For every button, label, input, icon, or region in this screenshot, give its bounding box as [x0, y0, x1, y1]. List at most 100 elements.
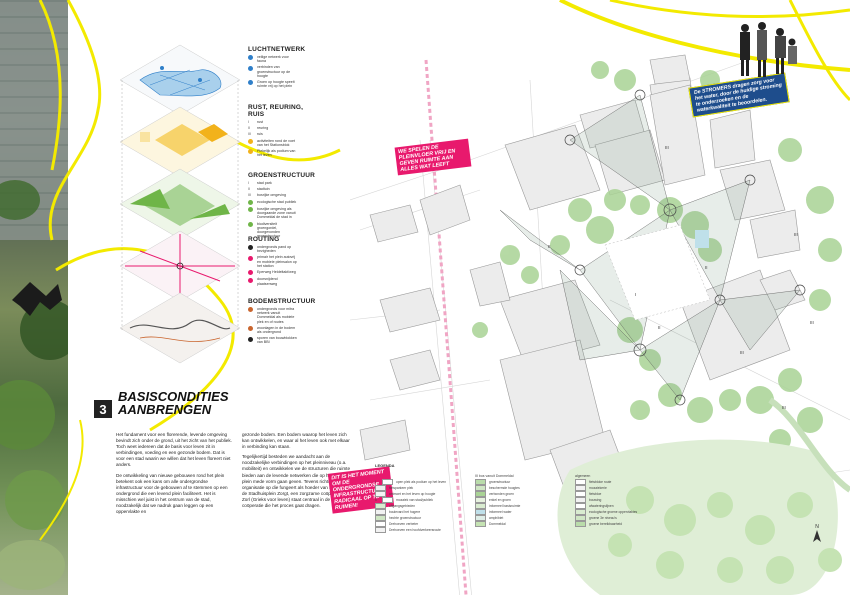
map-network-nodes — [564, 89, 806, 406]
layer-legend-item: woonlagen in de bodem als ondergrond — [248, 326, 320, 334]
layer-legend-item: bosrijke omgeving als doorgaande zone va… — [248, 207, 320, 220]
legend-swatch-icon — [575, 509, 586, 515]
map-zone-label: II — [705, 265, 708, 270]
legend-text: Plekelijk als podium van het leven — [257, 149, 296, 158]
legend-code: III — [248, 193, 251, 198]
legend-text: verbinden van groenstructuur op de hoogt… — [257, 65, 291, 78]
legend-swatch-icon — [382, 479, 393, 485]
layer-legend-title: RUST, REURING, RUIS — [248, 104, 304, 118]
legend-entry: Dommeldal — [475, 521, 565, 527]
map-green-route — [768, 397, 850, 493]
map-zone-label: III — [782, 405, 786, 410]
layer-legend-item: primair het plein autovrij en mobiele pl… — [248, 255, 320, 268]
layer-groenstructuur — [119, 168, 241, 240]
legend-text: ruis — [257, 132, 263, 137]
map-zone-label: II — [548, 244, 551, 249]
legend-text: woonlagen in de bodem als ondergrond — [257, 325, 296, 335]
legend-entry-text: beschermde hoogtes — [489, 486, 520, 490]
legend-dot-icon — [248, 307, 253, 313]
legend-entry-text: open plek als podium op het leven — [396, 480, 447, 484]
legend-text: veilige netwerk voor fauna — [257, 55, 289, 64]
legend-entry-text: uitgangsgebieden — [389, 504, 416, 508]
legend-swatch-icon — [475, 497, 486, 503]
layer-legend-item: doorsnijdend plaatsenweg — [248, 277, 320, 286]
legend-entry: boulevard het hogere — [375, 509, 465, 515]
legend-swatch-icon — [475, 509, 486, 515]
map-zone-label: III — [740, 350, 744, 355]
map-zone-label: I — [635, 292, 637, 297]
legend-entry-text: groenstructuur — [489, 480, 511, 484]
legend-text: primair het plein autovrij en mobiele pl… — [257, 255, 297, 268]
photo-sculpture — [12, 282, 62, 316]
legend-text: bosrijke omgeving — [257, 193, 286, 198]
legend-entry: fietsparkeer plek — [375, 485, 465, 491]
legend-text: activiteiten rond de voet van het Statio… — [257, 138, 295, 147]
legend-text: reuring — [257, 126, 269, 131]
body-paragraph: De ontwikkeling van nieuwe gebouwen rond… — [116, 472, 228, 515]
legend-swatch-icon — [475, 479, 486, 485]
map-trees — [472, 61, 842, 451]
layer-legend-item: veilige netwerk voor fauna — [248, 55, 320, 63]
legend-column-header: algemeen — [575, 474, 591, 478]
layer-legend-item: Groen op hoogte speelt ruimte vrij op he… — [248, 80, 320, 88]
legend-dot-icon — [248, 65, 253, 71]
body-paragraph: gezonde bodem. Een bodem waarop het leve… — [242, 432, 350, 450]
legend-code: I — [248, 181, 249, 185]
legend-entry: groene bereikbaarheid — [575, 521, 665, 527]
layer-legend-item: Eperweg Heldeltakt/weg — [248, 270, 320, 276]
legend-entry-text: amphibiet — [489, 516, 504, 520]
map-park-dommeldal — [557, 439, 838, 595]
layer-legend-title: LUCHTNETWERK — [248, 46, 306, 53]
section-title-line1: BASISCONDITIES — [118, 389, 229, 404]
legend-entry-text: hechte groenstructuur — [389, 516, 422, 520]
map-water — [695, 230, 709, 248]
legend-entry: hechte groenstructuur — [375, 515, 465, 521]
legend-entry: Drehoeven een hoofdverkeersroute — [375, 527, 465, 533]
map-zone-label: III — [794, 232, 798, 237]
legend-entry-text: mozaiek van stad/publiek — [396, 498, 434, 502]
legend-swatch-icon — [475, 503, 486, 509]
legend-swatch-icon — [575, 479, 586, 485]
photo-foliage — [0, 180, 40, 220]
legend-dot-icon — [248, 255, 253, 261]
legend-entry: ontmoet en het leven op hoogte — [375, 491, 465, 497]
legend-dot-icon — [248, 336, 253, 342]
legend-text: doorsnijdend plaatsenweg — [257, 277, 278, 286]
legend-swatch-icon — [375, 503, 386, 509]
body-paragraph: Tegelijkertijd besteden we aandacht aan … — [242, 454, 351, 509]
legend-swatch-icon — [475, 491, 486, 497]
legend-entry-text: Dommeldal — [489, 522, 506, 526]
photo-strip — [0, 0, 68, 595]
legend-swatch-icon — [475, 515, 486, 521]
section-title-line2: AANBRENGEN — [118, 402, 212, 417]
legend-swatch-icon — [575, 497, 586, 503]
legend-swatch-icon — [375, 521, 386, 527]
legend-swatch-icon — [375, 485, 386, 491]
legend-code: II — [248, 126, 250, 131]
legend-entry-text: bouwing — [589, 498, 602, 502]
legend-entry-text: afwateringslijnen — [589, 504, 614, 508]
map-central-plaza — [604, 224, 711, 321]
layer-legend-item: ondergronds voor mitra netwerk vanuit Do… — [248, 307, 320, 324]
legend-entry: Drehoeven verbeter — [375, 521, 465, 527]
layer-legend-item: activiteiten rond de voet van het Statio… — [248, 139, 320, 147]
layer-legend-item: verbinden van groenstructuur op de hoogt… — [248, 65, 320, 78]
exploded-layer-stack — [119, 44, 241, 364]
legend-dot-icon — [248, 80, 253, 86]
legend-entry: amphibiet — [475, 515, 565, 521]
legend-column-header: III bos vanuit Dommeldal — [475, 474, 514, 478]
legend-swatch-icon — [375, 527, 386, 533]
legend-dot-icon — [248, 55, 253, 61]
legend-entry-text: groene 3e niveau's — [589, 516, 617, 520]
